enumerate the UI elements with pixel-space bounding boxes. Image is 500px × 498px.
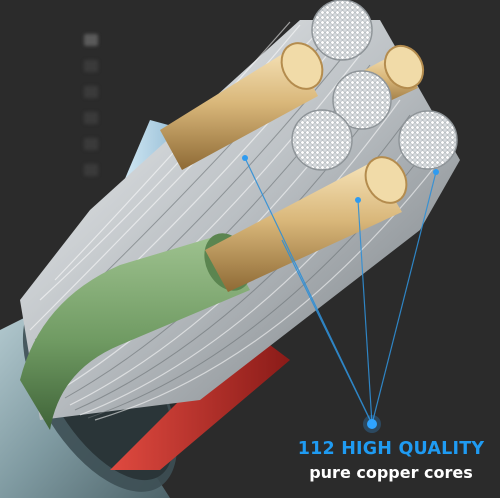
callout-dot-icon — [242, 155, 439, 433]
blurred-watermark-strip — [84, 34, 98, 184]
strand-end-center — [332, 70, 392, 130]
copper-rod-front — [205, 156, 408, 292]
caption-headline: 112 HIGH QUALITY — [297, 439, 485, 459]
caption-subline: pure copper cores — [309, 463, 473, 482]
strand-end-left — [291, 109, 353, 171]
strand-end-top-right — [311, 0, 373, 61]
copper-rod-top — [160, 42, 324, 170]
callout-lines — [244, 157, 437, 425]
feature-caption: 112 HIGH QUALITY pure copper cores — [286, 438, 496, 484]
strand-end-right — [398, 110, 458, 170]
